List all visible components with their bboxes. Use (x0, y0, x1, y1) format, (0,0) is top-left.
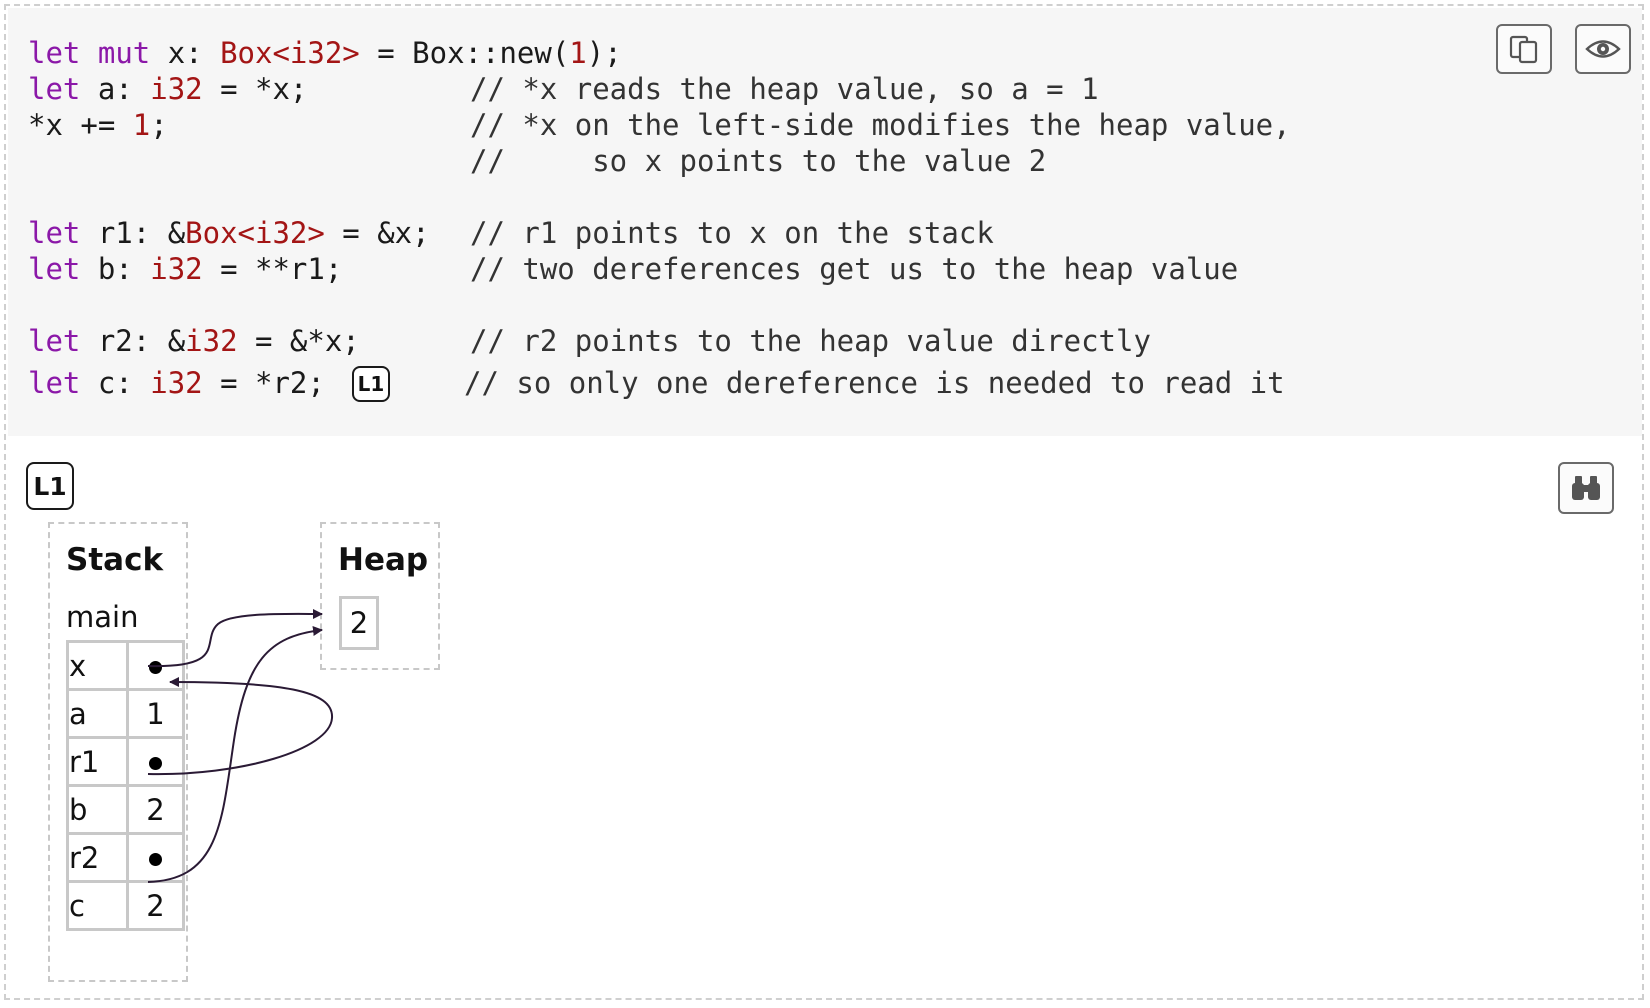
arrow-x-to-heap (147, 608, 323, 668)
code-line-1: let mut x: Box<i32> = Box::new(1); (28, 34, 622, 72)
keyword-let: let (28, 216, 81, 250)
variable-name: c (66, 880, 129, 931)
stack-frame-table: x a 1 r1 b 2 r2 c 2 (66, 640, 185, 931)
pointer-dot[interactable] (149, 853, 162, 866)
editor-frame (4, 4, 1644, 1000)
type-name: Box<i32> (220, 36, 360, 70)
code-text: *x += (28, 108, 133, 142)
pointer-dot[interactable] (149, 757, 162, 770)
code-text: = &*x; (237, 324, 360, 358)
code-comment: // r2 points to the heap value directly (470, 324, 1151, 358)
type-name: i32 (150, 366, 203, 400)
heap-title: Heap (338, 542, 429, 578)
view-button[interactable] (1575, 24, 1631, 74)
inspect-button[interactable] (1558, 462, 1614, 514)
code-text: = *r2; (202, 366, 325, 400)
stack-row: x (66, 640, 185, 691)
code-text: x: (150, 36, 221, 70)
type-name: i32 (185, 324, 238, 358)
code-text: r1: & (80, 216, 186, 250)
code-text: = &x; (324, 216, 430, 250)
code-comment: // *x reads the heap value, so a = 1 (470, 72, 1099, 106)
number-literal: 1 (132, 108, 151, 142)
pointer-value (126, 832, 185, 883)
code-line-2: let a: i32 = *x; (28, 70, 307, 108)
code-text: ; (150, 108, 168, 142)
type-name: Box<i32> (185, 216, 325, 250)
frame-name: main (66, 600, 139, 634)
stack-row: b 2 (66, 784, 185, 835)
variable-value: 2 (126, 880, 185, 931)
code-line-7: let r2: &i32 = &*x; (28, 322, 360, 360)
pointer-dot[interactable] (149, 661, 162, 674)
type-name: i32 (150, 72, 203, 106)
keyword-let: let (28, 324, 81, 358)
code-panel: let mut x: Box<i32> = Box::new(1); let a… (8, 8, 1642, 436)
heap-value: 2 (339, 596, 379, 650)
code-line-8: let c: i32 = *r2; (28, 364, 325, 402)
arrow-r2-to-heap (147, 626, 323, 883)
code-text: = Box::new( (359, 36, 570, 70)
keyword-let: let (28, 72, 81, 106)
keyword-let: let (28, 252, 81, 286)
code-line-6: let b: i32 = **r1; (28, 250, 342, 288)
pointer-value (126, 736, 185, 787)
code-text: = *x; (202, 72, 308, 106)
code-comment: // so x points to the value 2 (470, 144, 1047, 178)
variable-name: b (66, 784, 129, 835)
copy-icon (1509, 35, 1538, 64)
number-literal: 1 (569, 36, 587, 70)
diagram-marker-l1: L1 (26, 462, 74, 510)
code-text: c: (80, 366, 151, 400)
copy-button[interactable] (1496, 24, 1552, 74)
code-text: b: (80, 252, 151, 286)
code-line-3: *x += 1; (28, 106, 168, 144)
variable-name: r2 (66, 832, 129, 883)
variable-name: x (66, 640, 129, 691)
code-text: = **r1; (202, 252, 343, 286)
stack-row: c 2 (66, 880, 185, 931)
variable-value: 1 (126, 688, 185, 739)
pointer-value (126, 640, 185, 691)
code-comment: // *x on the left-side modifies the heap… (470, 108, 1291, 142)
code-text: r2: & (80, 324, 186, 358)
code-line-5: let r1: &Box<i32> = &x; (28, 214, 430, 252)
stack-row: r2 (66, 832, 185, 883)
stack-row: a 1 (66, 688, 185, 739)
type-name: i32 (150, 252, 203, 286)
binoculars-icon (1572, 476, 1600, 500)
code-comment: // so only one dereference is needed to … (464, 366, 1285, 400)
arrow-r1-to-x (147, 677, 334, 776)
stack-title: Stack (66, 542, 164, 578)
eye-icon (1585, 40, 1621, 58)
keyword-let: let (28, 36, 81, 70)
code-comment: // r1 points to x on the stack (470, 216, 994, 250)
code-text: a: (80, 72, 151, 106)
stack-row: r1 (66, 736, 185, 787)
keyword-mut: mut (97, 36, 151, 70)
keyword-let: let (28, 366, 81, 400)
variable-value: 2 (126, 784, 185, 835)
code-comment: // two dereferences get us to the heap v… (470, 252, 1239, 286)
variable-name: r1 (66, 736, 129, 787)
code-text: ); (586, 36, 622, 70)
variable-name: a (66, 688, 129, 739)
inline-marker-l1[interactable]: L1 (352, 366, 390, 402)
